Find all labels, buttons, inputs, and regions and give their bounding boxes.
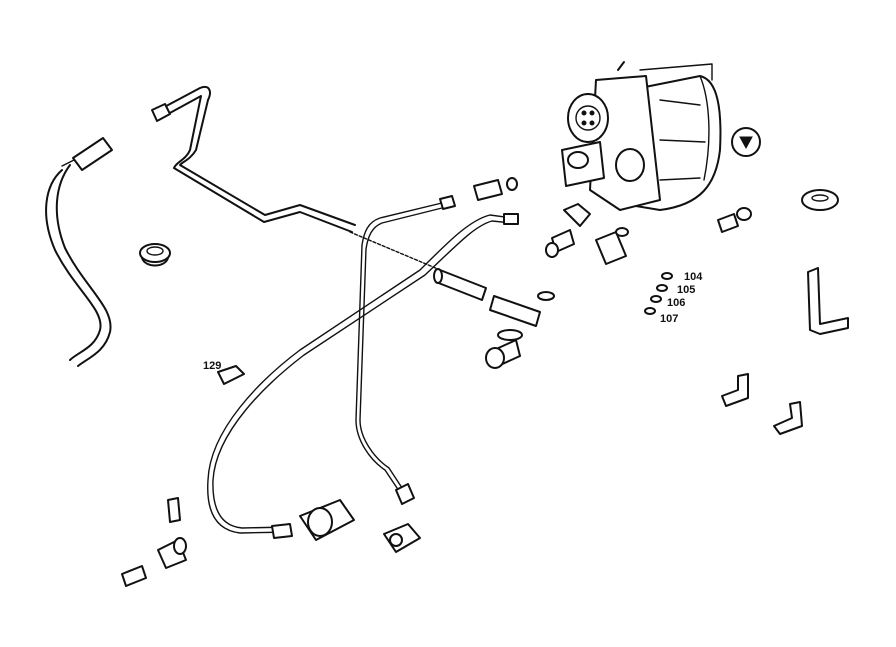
plug-screw [717,207,752,233]
rubber-grommet [139,243,171,267]
sleeve-tube [433,268,487,301]
brake-valve [299,499,355,541]
bracket-tall [807,267,849,335]
callout-106: 106 [667,297,685,309]
bracket-small-b [773,401,803,435]
bracket-small-a [721,373,749,407]
banjo-bolt [485,329,523,369]
flexible-hose [45,137,113,367]
hollow-bolt [121,565,147,587]
callouts: 104 105 106 107 129 [203,271,703,372]
brake-line-right [207,213,519,539]
callout-129: 129 [203,360,221,372]
cover-plate [731,127,761,157]
pressure-switch [595,227,629,265]
callout-107: 107 [660,313,678,325]
callout-105: 105 [677,284,695,296]
pump-motor-assembly [561,61,722,211]
elbow-fitting [545,203,591,258]
leader-line [349,231,446,273]
washer-stack [644,272,673,315]
hose-end-fitting [489,291,555,327]
tee-fitting-small [157,537,187,569]
rigid-pipe-upper [151,86,356,233]
distributor-tee [383,523,421,553]
bleed-screw [167,497,181,523]
callout-104: 104 [684,271,703,283]
rubber-mount [801,189,839,211]
union-fitting [473,177,518,201]
pipe-clip [217,365,245,385]
brake-line-left [355,195,456,505]
